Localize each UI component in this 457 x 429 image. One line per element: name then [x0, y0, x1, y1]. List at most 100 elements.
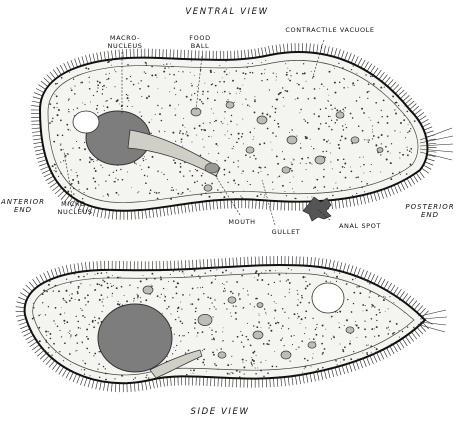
- granule: [122, 179, 124, 181]
- granule: [38, 327, 40, 329]
- granule: [381, 134, 383, 136]
- granule: [235, 183, 236, 184]
- granule: [284, 191, 285, 192]
- cilium: [17, 319, 26, 322]
- granule: [375, 102, 377, 104]
- cilium: [420, 308, 426, 315]
- granule: [106, 79, 107, 80]
- granule: [183, 118, 184, 119]
- granule: [347, 299, 348, 300]
- cilium: [284, 44, 285, 53]
- cilium: [63, 266, 65, 275]
- granule: [316, 179, 318, 181]
- granule: [38, 315, 40, 317]
- cilium: [425, 162, 433, 165]
- granule: [290, 75, 291, 76]
- granule: [54, 164, 55, 165]
- granule: [286, 195, 287, 196]
- granule: [354, 85, 355, 86]
- granule: [251, 362, 252, 363]
- granule: [246, 336, 247, 337]
- granule: [301, 340, 303, 342]
- granule: [77, 175, 79, 177]
- granule: [182, 146, 183, 147]
- granule: [187, 135, 189, 137]
- granule: [276, 366, 277, 367]
- granule: [214, 72, 215, 73]
- granule: [410, 128, 411, 129]
- granule: [78, 276, 80, 278]
- granule: [376, 320, 377, 321]
- granule: [109, 269, 111, 271]
- cilium: [78, 263, 79, 272]
- granule: [224, 71, 226, 73]
- granule: [341, 190, 342, 191]
- granule: [161, 108, 162, 109]
- granule: [355, 278, 356, 279]
- granule: [286, 74, 288, 76]
- granule: [64, 312, 65, 313]
- granule: [385, 297, 386, 298]
- granule: [356, 337, 357, 338]
- granule: [55, 307, 57, 309]
- granule: [49, 122, 51, 124]
- granule: [222, 271, 224, 273]
- granule: [406, 111, 408, 113]
- granule: [78, 286, 80, 288]
- food-vacuole: [336, 112, 344, 118]
- granule: [233, 305, 234, 306]
- granule: [326, 141, 328, 143]
- granule: [168, 306, 170, 308]
- granule: [345, 177, 347, 179]
- granule: [289, 80, 291, 82]
- granule: [261, 62, 262, 63]
- cilium: [31, 124, 40, 125]
- granule: [335, 122, 337, 124]
- granule: [97, 368, 98, 369]
- granule: [247, 181, 248, 182]
- granule: [127, 97, 129, 99]
- cilium: [399, 340, 404, 348]
- granule: [173, 74, 175, 76]
- granule: [386, 327, 388, 329]
- granule: [53, 343, 55, 345]
- granule: [116, 287, 118, 289]
- granule: [182, 323, 184, 325]
- cilium: [427, 143, 436, 144]
- granule: [250, 303, 251, 304]
- granule: [330, 161, 331, 162]
- granule: [393, 302, 394, 303]
- cilium: [39, 163, 47, 166]
- granule: [258, 276, 259, 277]
- granule: [212, 316, 213, 317]
- granule: [185, 127, 186, 128]
- granule: [68, 111, 69, 112]
- granule: [171, 66, 172, 67]
- granule: [361, 108, 363, 110]
- granule: [172, 189, 174, 191]
- granule: [250, 131, 251, 132]
- granule: [305, 327, 306, 328]
- cilium: [425, 131, 434, 134]
- granule: [241, 136, 243, 138]
- granule: [234, 102, 235, 103]
- granule: [174, 334, 175, 335]
- granule: [163, 71, 165, 73]
- granule: [371, 352, 372, 353]
- granule: [233, 180, 235, 182]
- cilium: [181, 204, 182, 213]
- granule: [211, 339, 212, 340]
- cilium: [421, 119, 429, 123]
- cilium: [59, 367, 64, 375]
- cilium: [18, 297, 26, 300]
- granule: [229, 171, 231, 173]
- granule: [285, 63, 286, 64]
- granule: [273, 72, 274, 73]
- cilium: [354, 267, 357, 275]
- granule: [186, 131, 187, 132]
- cilium: [377, 353, 381, 361]
- granule: [55, 323, 56, 324]
- granule: [70, 282, 72, 284]
- granule: [93, 278, 94, 279]
- granule: [150, 189, 152, 191]
